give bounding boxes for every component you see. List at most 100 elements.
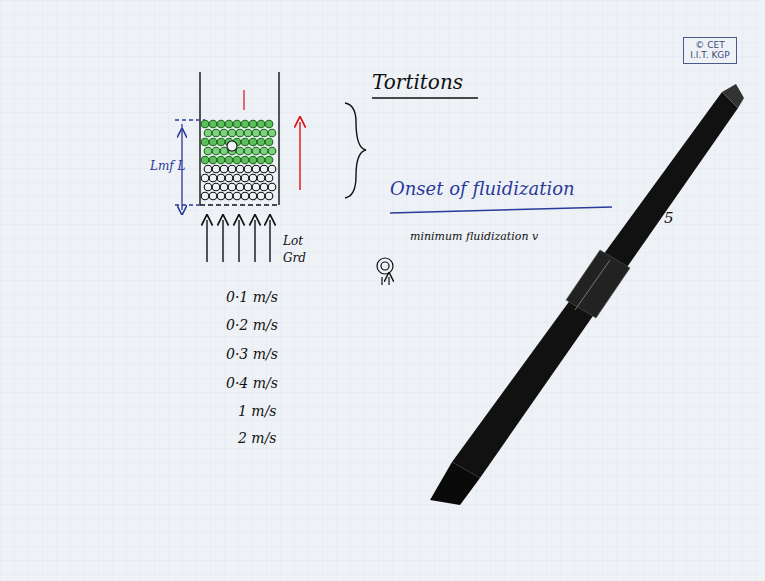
fluidized-bed-vessel [175,72,279,205]
particle [265,156,273,164]
particle [220,147,228,155]
particle [209,192,217,200]
particle [212,129,220,137]
particle [233,174,241,182]
particle [244,147,252,155]
particle [241,156,249,164]
particle [244,129,252,137]
particle [225,156,233,164]
particle [265,192,273,200]
particle [260,129,268,137]
particle [220,165,228,173]
annotation: 5 [664,211,674,226]
particle [209,120,217,128]
particle [249,156,257,164]
particle [257,156,265,164]
particle [241,192,249,200]
particle [225,120,233,128]
particle [220,129,228,137]
annotation: Grd [283,252,306,264]
particle [257,120,265,128]
heading-note: Tortitons [372,72,463,92]
underline [390,207,612,213]
particle [212,183,220,191]
particle [244,183,252,191]
particle [228,165,236,173]
annotation: Lot [283,235,303,247]
particle [217,120,225,128]
particle [249,192,257,200]
velocity-value: 0·4 m/s [226,376,278,390]
velocity-value: 1 m/s [238,404,277,418]
bed-expansion-arrow [299,122,300,190]
particle [257,138,265,146]
velocity-value: 0·1 m/s [226,290,278,304]
particle [217,138,225,146]
particle [204,183,212,191]
particle [204,129,212,137]
particle [252,147,260,155]
particle [228,129,236,137]
particle [260,147,268,155]
particle [260,165,268,173]
particle [252,165,260,173]
particle [212,165,220,173]
watermark-text: © CET I.I.T. KGP [689,40,731,61]
particle [220,183,228,191]
particle [201,174,209,182]
particle [236,147,244,155]
particle [265,138,273,146]
particle [265,120,273,128]
particle [201,192,209,200]
particle [217,156,225,164]
watermark-box: © CET I.I.T. KGP [683,37,737,64]
gas-flow-arrows [207,220,270,262]
particle [268,165,276,173]
particle [244,165,252,173]
particle [201,138,209,146]
particle [268,183,276,191]
particle [236,129,244,137]
particle [225,174,233,182]
particle [209,138,217,146]
particle [249,120,257,128]
particle [241,138,249,146]
particle [233,120,241,128]
particle [228,183,236,191]
particle [257,174,265,182]
particle [260,183,268,191]
particle [268,129,276,137]
particle [241,174,249,182]
particle-bed [201,120,276,200]
particle [209,156,217,164]
particle [217,174,225,182]
particle [268,147,276,155]
particle [241,120,249,128]
particle [252,183,260,191]
particle [233,156,241,164]
particle [204,147,212,155]
particle [249,138,257,146]
velocity-value: 0·3 m/s [226,347,278,361]
particle [204,165,212,173]
particle [212,147,220,155]
single-particle [377,258,393,285]
particle [209,174,217,182]
red-mark [243,90,244,110]
particle [265,174,273,182]
particle [233,192,241,200]
particle [227,141,237,151]
dimension-label: Lmf L [150,160,186,172]
particle [236,165,244,173]
particle [201,156,209,164]
particle [201,120,209,128]
particle [236,183,244,191]
particle [257,192,265,200]
particle [217,192,225,200]
heading-note: Onset of fluidization [390,180,575,198]
velocity-value: 0·2 m/s [226,318,278,332]
particle [252,129,260,137]
pen [430,84,744,505]
velocity-value: 2 m/s [238,431,277,445]
